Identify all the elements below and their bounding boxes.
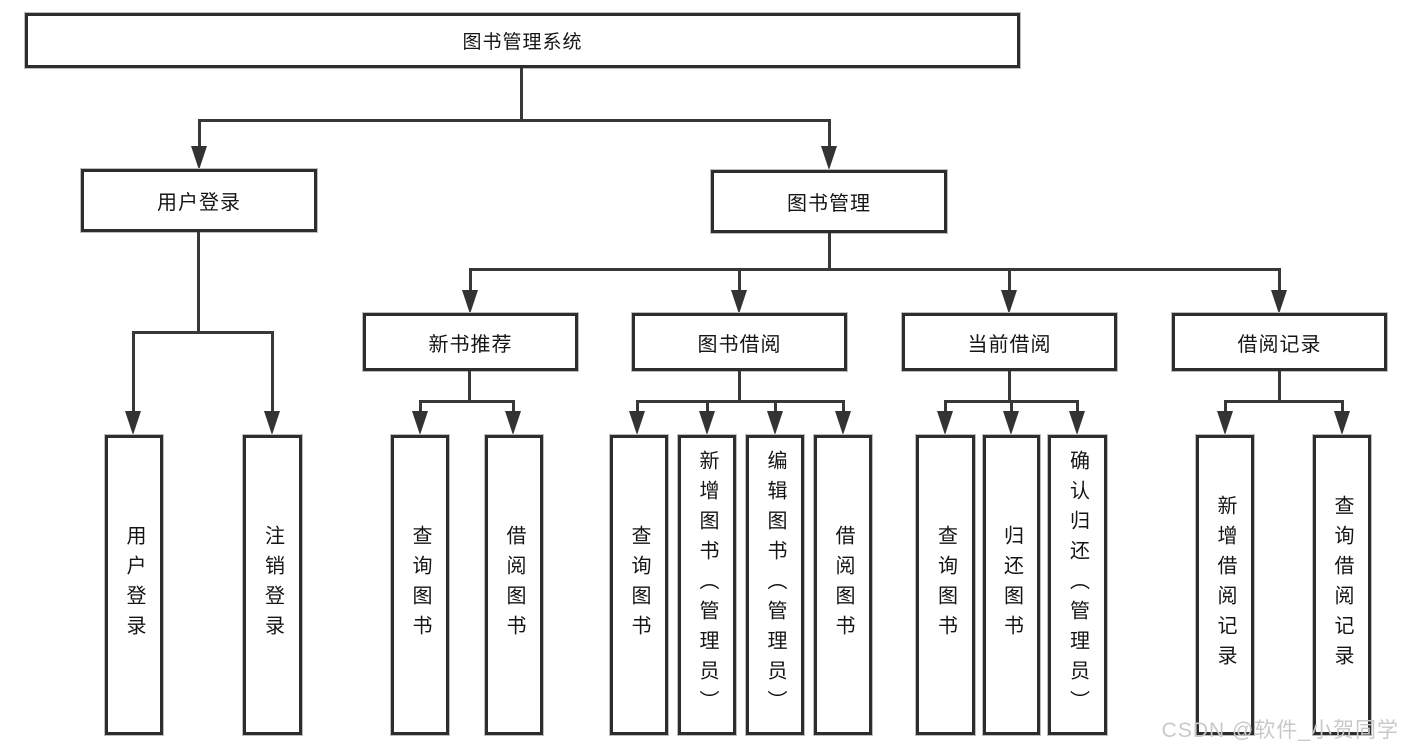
leaf-cu-return-books-label: 归还图书 — [1000, 525, 1023, 645]
arrowhead-nb-query — [412, 411, 428, 435]
leaf-nb-borrow-books-label: 借阅图书 — [503, 525, 525, 645]
connector-user-login-stem — [197, 232, 200, 333]
node-user-login-label: 用户登录 — [157, 192, 241, 214]
arrowhead-logout — [264, 411, 280, 435]
leaf-user-login-label: 用户登录 — [123, 525, 145, 645]
arrowhead-records — [1271, 290, 1287, 314]
connector-drop-rc-add — [1224, 400, 1227, 413]
arrowhead-bw-add — [699, 411, 715, 435]
leaf-bw-add-books-admin: 新增图书（管理员） — [678, 435, 736, 735]
connector-book-mgmt-stem — [828, 233, 831, 270]
connector-drop-current — [1008, 268, 1011, 292]
connector-drop-logout — [271, 331, 274, 412]
connector-user-login-hline — [132, 331, 274, 334]
connector-root-stem — [520, 68, 523, 121]
leaf-bw-edit-books-admin: 编辑图书（管理员） — [746, 435, 804, 735]
leaf-nb-borrow-books: 借阅图书 — [485, 435, 543, 735]
leaf-cu-confirm-return-admin: 确认归还（管理员） — [1048, 435, 1107, 735]
connector-drop-rc-query — [1341, 400, 1344, 413]
arrowhead-current — [1001, 290, 1017, 314]
arrowhead-bw-borrow — [835, 411, 851, 435]
connector-drop-cu-query — [944, 400, 947, 413]
connector-drop-bw-query — [636, 400, 639, 413]
arrowhead-book-mgmt — [821, 146, 837, 170]
arrowhead-login — [125, 411, 141, 435]
leaf-rc-query-record: 查询借阅记录 — [1313, 435, 1371, 735]
connector-book-mgmt-hline — [469, 268, 1281, 271]
connector-drop-nb-query — [419, 400, 422, 413]
connector-borrowing-hline — [636, 400, 845, 403]
leaf-nb-query-books-label: 查询图书 — [409, 525, 431, 645]
connector-drop-login — [132, 331, 135, 412]
arrowhead-cu-return — [1003, 411, 1019, 435]
leaf-cu-query-books-label: 查询图书 — [934, 525, 957, 645]
connector-drop-new-books — [469, 268, 472, 292]
connector-drop-cu-confirm — [1076, 400, 1079, 413]
leaf-bw-edit-books-admin-label: 编辑图书（管理员） — [764, 450, 786, 720]
leaf-cu-return-books: 归还图书 — [983, 435, 1040, 735]
connector-drop-bw-borrow — [842, 400, 845, 413]
leaf-rc-add-record-label: 新增借阅记录 — [1214, 495, 1236, 675]
arrowhead-bw-edit — [767, 411, 783, 435]
arrowhead-cu-query — [937, 411, 953, 435]
leaf-nb-query-books: 查询图书 — [391, 435, 449, 735]
node-borrowing-label: 图书借阅 — [697, 333, 782, 356]
arrowhead-bw-query — [629, 411, 645, 435]
connector-drop-user-login — [198, 119, 201, 148]
leaf-bw-borrow-books: 借阅图书 — [814, 435, 872, 735]
node-book-mgmt: 图书管理 — [711, 170, 947, 233]
leaf-bw-borrow-books-label: 借阅图书 — [832, 525, 854, 645]
connector-drop-bw-edit — [774, 400, 777, 413]
node-user-login: 用户登录 — [81, 169, 317, 232]
leaf-cu-confirm-return-admin-label: 确认归还（管理员） — [1066, 450, 1089, 720]
connector-drop-bw-add — [706, 400, 709, 413]
node-current: 当前借阅 — [902, 313, 1117, 371]
connector-borrowing-stem — [738, 371, 741, 402]
arrowhead-rc-add — [1217, 411, 1233, 435]
node-records-label: 借阅记录 — [1237, 333, 1322, 356]
node-root: 图书管理系统 — [25, 13, 1020, 68]
leaf-logout: 注销登录 — [243, 435, 302, 735]
connector-drop-borrowing — [738, 268, 741, 292]
connector-records-stem — [1278, 371, 1281, 402]
node-root-label: 图书管理系统 — [462, 32, 583, 53]
connector-drop-nb-borrow — [512, 400, 515, 413]
connector-drop-book-mgmt — [828, 119, 831, 148]
leaf-rc-query-record-label: 查询借阅记录 — [1331, 495, 1353, 675]
node-book-mgmt-label: 图书管理 — [787, 193, 871, 215]
connector-root-hline — [198, 119, 831, 122]
arrowhead-nb-borrow — [505, 411, 521, 435]
node-records: 借阅记录 — [1172, 313, 1387, 371]
leaf-user-login: 用户登录 — [105, 435, 163, 735]
leaf-bw-add-books-admin-label: 新增图书（管理员） — [696, 450, 718, 720]
node-current-label: 当前借阅 — [967, 333, 1052, 356]
connector-current-stem — [1008, 371, 1011, 402]
arrowhead-borrowing — [731, 290, 747, 314]
leaf-cu-query-books: 查询图书 — [916, 435, 975, 735]
node-borrowing: 图书借阅 — [632, 313, 847, 371]
leaf-logout-label: 注销登录 — [261, 525, 284, 645]
node-new-books-label: 新书推荐 — [428, 333, 513, 356]
connector-records-hline — [1224, 400, 1343, 403]
connector-drop-cu-return — [1010, 400, 1013, 413]
node-new-books: 新书推荐 — [363, 313, 578, 371]
arrowhead-new-books — [462, 290, 478, 314]
watermark: CSDN @软件_小贺同学 — [1161, 719, 1399, 742]
connector-new-books-hline — [419, 400, 515, 403]
arrowhead-rc-query — [1334, 411, 1350, 435]
leaf-bw-query-books-label: 查询图书 — [628, 525, 650, 645]
leaf-rc-add-record: 新增借阅记录 — [1196, 435, 1254, 735]
arrowhead-cu-confirm — [1069, 411, 1085, 435]
connector-drop-records — [1278, 268, 1281, 292]
connector-new-books-stem — [468, 371, 471, 402]
arrowhead-user-login — [191, 146, 207, 170]
leaf-bw-query-books: 查询图书 — [610, 435, 668, 735]
